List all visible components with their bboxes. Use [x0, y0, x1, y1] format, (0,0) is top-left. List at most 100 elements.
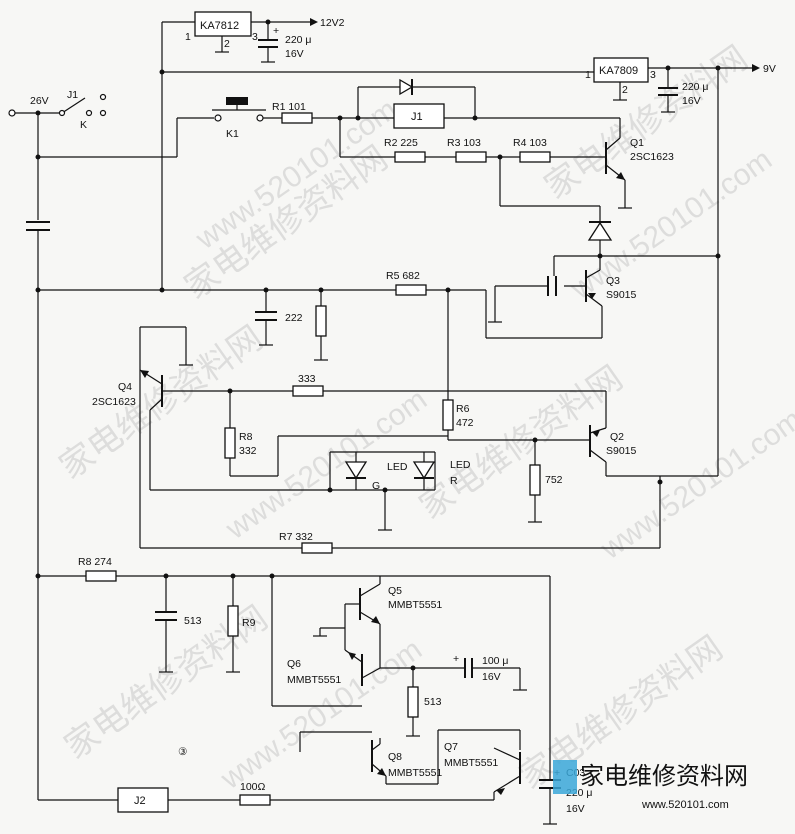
resistor-r8b-label: R8 274 [78, 556, 112, 568]
transistor-q5-ref: Q5 [388, 585, 402, 597]
resistor-r8b [85, 570, 117, 582]
output-12v-label: 12V2 [320, 17, 345, 29]
svg-text:2: 2 [224, 38, 230, 50]
capacitor-100u-voltage: 16V [482, 671, 501, 683]
svg-text:+: + [273, 25, 279, 37]
led-red-label: LED [450, 459, 471, 471]
transistor-q5-part: MMBT5551 [388, 599, 442, 611]
svg-text:16V: 16V [682, 95, 701, 107]
regulator-12v: KA7812 1 2 3 12V2 + 220 μ 16V [159, 11, 345, 290]
brand-logo: 家电维修资料网 www.520101.com [553, 760, 748, 811]
capacitor-c03-voltage: 16V [566, 803, 585, 815]
svg-text:1: 1 [185, 31, 191, 43]
relay-j2-coil [117, 787, 169, 813]
regulator-ka7812 [194, 11, 252, 37]
svg-text:220 μ: 220 μ [285, 34, 312, 46]
input-terminal [8, 109, 16, 117]
transistor-q2-part: S9015 [606, 445, 637, 457]
transistor-q3-ref: Q3 [606, 275, 620, 287]
regulator-9v: KA7809 1 2 3 9V 220 μ 16V [162, 57, 776, 476]
led-green-color: G [372, 480, 380, 492]
bottom-section: R8 274 513 R9 Q5 MMBT5551 [38, 556, 593, 825]
svg-text:1: 1 [585, 69, 591, 81]
resistor-r9 [227, 605, 239, 637]
resistor-r6 [442, 399, 454, 431]
transistor-q8-part: MMBT5551 [388, 767, 442, 779]
resistor-r7-label: R7 332 [279, 531, 313, 543]
watermark-url: www.520101.com [594, 403, 795, 566]
resistor-752 [529, 464, 541, 496]
resistor-r5-label: R5 682 [386, 270, 420, 282]
figure-number: ③ [178, 746, 188, 758]
transistor-q1-part: 2SC1623 [630, 151, 674, 163]
resistor-100ohm-label: 100Ω [240, 781, 266, 793]
resistor-513 [407, 686, 419, 718]
resistor-r3-label: R3 103 [447, 137, 481, 149]
capacitor-513-label: 513 [184, 615, 202, 627]
resistor-333 [292, 385, 324, 397]
relay-j1-section: J1 R2 225 R3 103 R4 103 Q1 2SC1623 [339, 78, 674, 256]
resistor-r5 [395, 284, 427, 296]
logo-text-url: www.520101.com [641, 799, 729, 811]
k1-r1: K1 R1 101 [212, 97, 343, 140]
transistor-q3-part: S9015 [606, 289, 637, 301]
resistor-r4-label: R4 103 [513, 137, 547, 149]
resistor-r3 [455, 151, 487, 163]
svg-text:220 μ: 220 μ [682, 81, 709, 93]
regulator-9v-name: KA7809 [599, 65, 638, 77]
resistor-r8-ref: R8 [239, 431, 253, 443]
watermark-cn: 家电维修资料网 [413, 359, 630, 527]
led-driver-section: Q4 2SC1623 333 R8 332 R6 472 752 [92, 290, 718, 554]
resistor-r7 [301, 542, 333, 554]
resistor-513-label: 513 [424, 696, 442, 708]
resistor-r6-value: 472 [456, 417, 474, 429]
svg-text:16V: 16V [285, 48, 304, 60]
relay-contact-label: J1 [67, 89, 78, 101]
input-section: 26V J1 K [8, 89, 214, 800]
led-green [344, 461, 368, 480]
logo-text-cn: 家电维修资料网 [580, 763, 748, 790]
transistor-q4-ref: Q4 [118, 381, 132, 393]
output-9v-label: 9V [763, 63, 776, 75]
transistor-q4-part: 2SC1623 [92, 396, 136, 408]
resistor-333-label: 333 [298, 373, 316, 385]
relay-j1-coil [393, 103, 445, 129]
led-red-color: R [450, 475, 458, 487]
resistor-r4 [519, 151, 551, 163]
resistor-r1 [281, 112, 313, 124]
resistor-r2 [394, 151, 426, 163]
relay-contact-k-label: K [80, 119, 87, 131]
resistor-r6-ref: R6 [456, 403, 470, 415]
transistor-q7-part: MMBT5551 [444, 757, 498, 769]
pushbutton-label: K1 [226, 128, 239, 140]
regulator-ka7809 [593, 57, 649, 83]
q3-section: Q3 S9015 R5 682 222 [38, 253, 718, 361]
resistor-r2-label: R2 225 [384, 137, 418, 149]
resistor-r1-label: R1 101 [272, 101, 306, 113]
led-red [412, 461, 436, 480]
transistor-q1-ref: Q1 [630, 137, 644, 149]
svg-text:+: + [453, 653, 459, 665]
led-green-label: LED [387, 461, 408, 473]
resistor-752-label: 752 [545, 474, 563, 486]
logo-icon [553, 760, 577, 794]
resistor-r9-label: R9 [242, 617, 256, 629]
svg-text:2: 2 [622, 84, 628, 96]
capacitor-100u-value: 100 μ [482, 655, 509, 667]
resistor-shunt [315, 305, 327, 337]
regulator-12v-name: KA7812 [200, 20, 239, 32]
input-voltage-label: 26V [30, 95, 49, 107]
transistor-q8-ref: Q8 [388, 751, 402, 763]
transistor-q2-ref: Q2 [610, 431, 624, 443]
svg-text:3: 3 [252, 31, 258, 43]
transistor-q6-part: MMBT5551 [287, 674, 341, 686]
resistor-100ohm [239, 794, 271, 806]
relay-j1-label: J1 [411, 111, 423, 123]
transistor-q6-ref: Q6 [287, 658, 301, 670]
transistor-q7-ref: Q7 [444, 741, 458, 753]
resistor-r8 [224, 427, 236, 459]
resistor-r8-value: 332 [239, 445, 257, 457]
svg-text:3: 3 [650, 69, 656, 81]
capacitor-222-label: 222 [285, 312, 303, 324]
